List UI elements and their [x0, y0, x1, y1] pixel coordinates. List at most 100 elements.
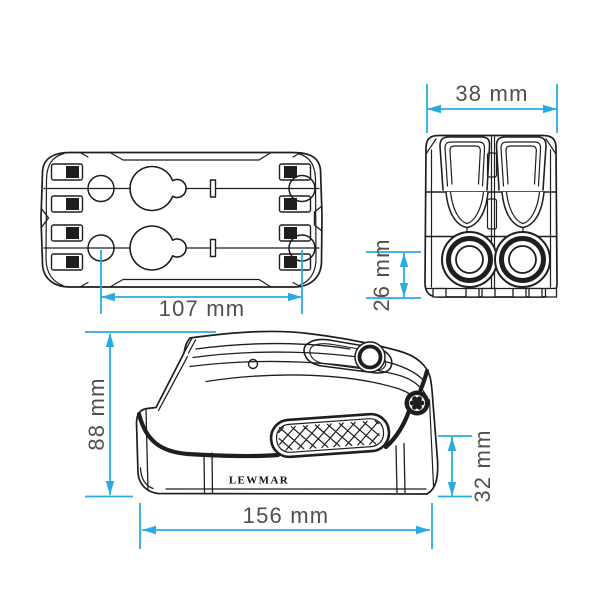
- base-mid-seam-marks: [40, 205, 323, 232]
- arrowhead-right-icon: [543, 104, 557, 114]
- foot-tab: [528, 287, 543, 298]
- mounting-hole: [87, 174, 115, 203]
- dimension-label: 88 mm: [84, 377, 109, 450]
- foot-tab: [481, 287, 496, 298]
- grip-slot-inner: [309, 343, 387, 371]
- handle-grip: [303, 338, 393, 374]
- keyhole-slot: [129, 225, 187, 271]
- clip-slot: [50, 195, 84, 213]
- extension-lines: [366, 251, 421, 299]
- foot-tab: [465, 287, 480, 298]
- front-slope-inner: [157, 355, 189, 412]
- hatch-lines: [278, 420, 380, 451]
- arrowhead-left-icon: [101, 292, 115, 302]
- arrowhead-up-icon: [105, 333, 115, 347]
- foot-tab: [512, 287, 527, 298]
- base-outline: [40, 151, 323, 288]
- side-outline: [135, 330, 439, 495]
- extension-lines: [438, 435, 472, 498]
- dimension-label: 26 mm: [369, 238, 394, 311]
- clip-pawl: [66, 227, 79, 239]
- clip-slots-right: [278, 163, 312, 271]
- base-view: [40, 151, 323, 288]
- base-end-contours: [45, 152, 317, 287]
- clip-slot: [278, 195, 312, 213]
- arrowhead-right-icon: [288, 292, 302, 302]
- clip-pawl: [66, 256, 79, 268]
- rope-hole-inner: [455, 245, 484, 274]
- keyhole-slot: [129, 165, 187, 212]
- extension-lines: [139, 503, 433, 549]
- center-detail: [486, 152, 498, 178]
- base-feet: [432, 287, 558, 298]
- dimension-label: 38 mm: [455, 81, 528, 106]
- fairlead-arch-left: [445, 191, 489, 229]
- alignment-slot: [209, 238, 217, 258]
- rear-edge-inner: [165, 399, 435, 490]
- handle-inner: [500, 141, 542, 187]
- clip-slot: [278, 163, 312, 181]
- side-view: LEWMAR: [135, 330, 439, 495]
- arrowhead-left-icon: [142, 525, 156, 535]
- clip-pawl: [284, 256, 297, 268]
- clip-slot: [278, 224, 312, 242]
- rope-hole-inner: [508, 245, 537, 274]
- arrowhead-down-icon: [447, 482, 457, 496]
- end-flanges: [425, 138, 557, 288]
- center-detail: [486, 198, 498, 230]
- handle-inner: [444, 141, 486, 187]
- handle-outline: [495, 136, 547, 191]
- clip-pawl: [66, 198, 79, 210]
- dimension-rope-entry-height: 26 mm: [366, 238, 421, 312]
- arrowhead-down-icon: [105, 481, 115, 495]
- arrowhead-up-icon: [447, 437, 457, 451]
- clip-pawl: [66, 166, 79, 178]
- dimension-width: 38 mm: [426, 81, 558, 133]
- clip-slot: [50, 163, 84, 181]
- dimension-label: 32 mm: [470, 429, 495, 502]
- dimension-tail-height: 32 mm: [438, 429, 495, 503]
- arch-inner: [449, 191, 485, 225]
- end-view: [424, 134, 558, 298]
- handle-tail-cap: [183, 338, 197, 354]
- clutch-handle-left-front: [439, 136, 491, 191]
- rope-hole-ring: [499, 236, 546, 283]
- front-wall-details: [139, 409, 154, 491]
- body-vertical-seams: [203, 442, 406, 494]
- extension-lines: [100, 250, 303, 314]
- clip-slot: [278, 253, 312, 271]
- clip-slots-left: [50, 163, 84, 271]
- clip-slot: [50, 253, 84, 271]
- base-edge-channels: [79, 151, 302, 288]
- clip-pawl: [284, 198, 297, 210]
- clip-pawl: [284, 227, 297, 239]
- dimension-label: 107 mm: [159, 296, 246, 321]
- grip-slot-outer: [303, 338, 393, 374]
- arrowhead-left-icon: [427, 104, 441, 114]
- handle-outline: [439, 136, 491, 191]
- dimension-hole-spacing: 107 mm: [100, 250, 303, 321]
- grip-window-outer: [269, 412, 391, 459]
- thumb-button-icon: [357, 344, 383, 370]
- rope-hole-right: [494, 231, 551, 288]
- rope-hole-ring: [446, 236, 493, 283]
- arrowhead-down-icon: [399, 283, 409, 297]
- grip-window: [269, 412, 391, 459]
- foot-tab: [544, 287, 558, 298]
- dimension-overall-length: 156 mm: [139, 503, 433, 549]
- rope-hole-left: [441, 231, 498, 288]
- arrowhead-up-icon: [399, 253, 409, 267]
- arch-inner: [505, 191, 541, 225]
- clutch-handle-right-front: [495, 136, 547, 191]
- brand-logo: LEWMAR: [229, 475, 289, 487]
- arrowhead-right-icon: [416, 525, 430, 535]
- torx-screw-icon: [404, 390, 430, 416]
- foot-tab: [432, 287, 447, 298]
- alignment-slot: [209, 179, 217, 198]
- dimension-overall-height: 88 mm: [84, 331, 216, 498]
- pivot-hole: [247, 358, 259, 370]
- dimension-label: 156 mm: [243, 503, 330, 528]
- clip-pawl: [284, 166, 297, 178]
- grip-window-inner: [275, 418, 385, 453]
